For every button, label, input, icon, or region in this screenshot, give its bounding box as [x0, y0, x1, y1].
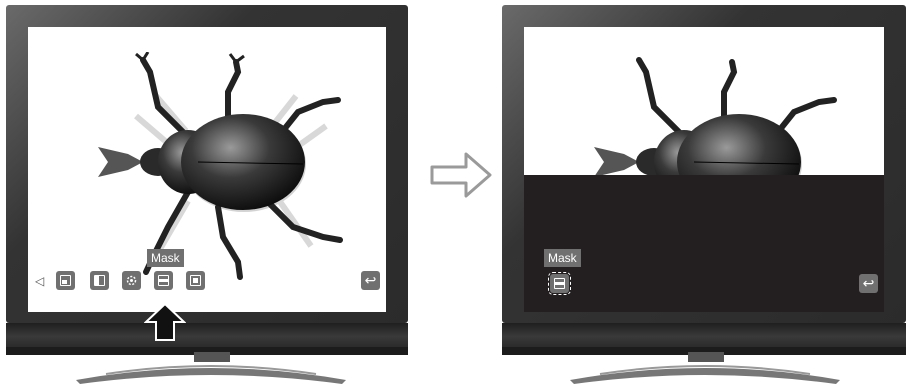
mask-band — [159, 279, 168, 282]
left-screen: Mask ◁ ↩ — [28, 27, 386, 312]
pip-inset — [62, 280, 67, 284]
split-screen-button[interactable] — [90, 271, 109, 290]
right-monitor: Mask ↩ — [502, 5, 906, 375]
return-button-right[interactable]: ↩ — [859, 274, 878, 293]
left-monitor: Mask ◁ ↩ — [6, 5, 408, 375]
zoom-icon — [124, 273, 139, 288]
mask-band — [555, 282, 564, 285]
right-arrow-icon — [428, 150, 494, 200]
up-arrow-icon — [144, 302, 186, 342]
mask-overlay[interactable] — [524, 175, 884, 312]
right-screen: Mask ↩ — [524, 27, 884, 312]
return-button[interactable]: ↩ — [361, 271, 380, 290]
mask-tooltip: Mask — [147, 249, 184, 267]
zoom-button[interactable] — [122, 271, 141, 290]
mask-tooltip-right: Mask — [544, 249, 581, 267]
split-half — [95, 276, 99, 285]
beetle-image — [88, 52, 348, 292]
left-monitor-bottom-bar — [6, 323, 408, 347]
right-monitor-bottom-bar — [502, 323, 906, 347]
spotlight-button[interactable] — [186, 271, 205, 290]
spotlight-center — [193, 278, 198, 283]
picture-in-picture-button[interactable] — [56, 271, 75, 290]
prev-arrow-icon[interactable]: ◁ — [35, 274, 44, 288]
mask-button-right[interactable] — [550, 274, 569, 293]
mask-button[interactable] — [154, 271, 173, 290]
